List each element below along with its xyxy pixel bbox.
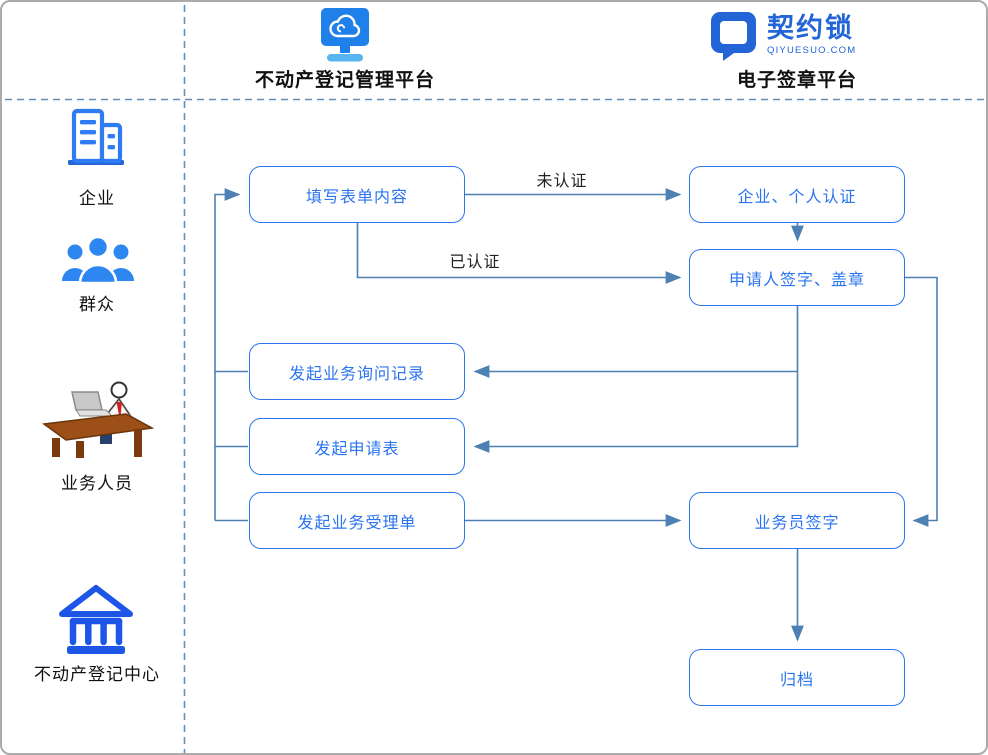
node-fill-form: 填写表单内容 [249,166,465,223]
edge-label-verified: 已认证 [449,254,501,271]
edge-sign-to-clerk [905,276,938,527]
node-inquiry-record: 发起业务询问记录 [249,343,465,400]
office-building-icon [65,108,129,173]
node-application-form: 发起申请表 [249,418,465,475]
actor-label-enterprise: 企业 [79,189,115,208]
cloud-monitor-icon [320,8,370,69]
qiyuesuo-logo-mark [711,12,756,61]
actor-label-registration-center: 不动产登记中心 [34,665,160,684]
right-platform-title: 电子签章平台 [736,70,857,91]
edge-label-unverified: 未认证 [536,173,588,190]
edge-sign-to-application [473,306,799,453]
bank-building-icon [55,583,137,666]
clerk-at-desk-icon [42,380,155,467]
qiyuesuo-logo-domain: QIYUESUO.COM [767,45,857,56]
node-archive: 归档 [689,649,905,706]
qiyuesuo-logo-name: 契约锁 [767,13,854,43]
qiyuesuo-logo: 契约锁 QIYUESUO.COM [710,11,856,61]
node-clerk-sign: 业务员签字 [689,492,905,549]
people-group-icon [61,234,135,293]
node-identity-auth: 企业、个人认证 [689,166,905,223]
edge-loop-to-fill-form [214,188,241,521]
left-platform-title: 不动产登记管理平台 [254,70,435,91]
actor-label-public: 群众 [79,295,115,314]
actor-label-clerk: 业务人员 [61,474,133,493]
node-acceptance-form: 发起业务受理单 [249,492,465,549]
edge-verified [356,223,682,284]
node-applicant-sign: 申请人签字、盖章 [689,249,905,306]
